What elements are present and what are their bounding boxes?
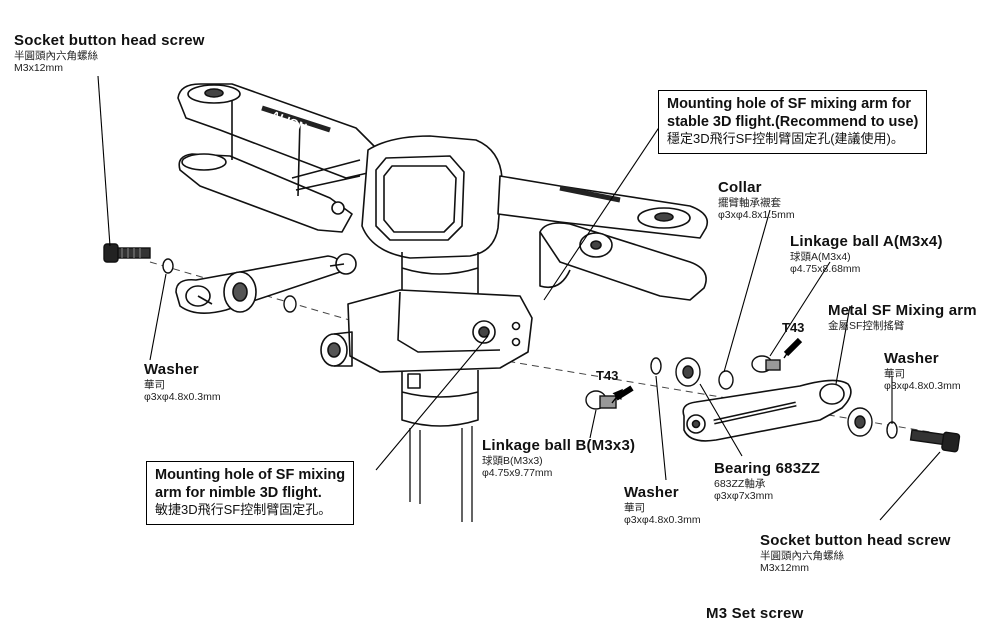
collar-chinese: 擺臂軸承襯套 xyxy=(718,196,781,209)
washer-right-title: Washer xyxy=(884,350,939,367)
label-washer-left: Washer 華司 φ3xφ4.8x0.3mm xyxy=(144,361,221,403)
left-blade-grip: ALIGN xyxy=(177,83,379,233)
callout-nimble-mounting-hole: Mounting hole of SF mixing arm for nimbl… xyxy=(146,461,355,526)
socket-screw-left-title: Socket button head screw xyxy=(14,32,205,49)
linkage-ball-a-chinese: 球頭A(M3x4) xyxy=(790,250,851,263)
left-socket-screw xyxy=(103,243,151,263)
washer-right-part xyxy=(886,421,898,439)
callout-nimble-line3: 敏捷3D飛行SF控制臂固定孔。 xyxy=(155,502,332,518)
label-washer-bottom: Washer 華司 φ3xφ4.8x0.3mm xyxy=(624,484,701,526)
left-washer-2 xyxy=(283,295,297,313)
linkage-ball-b-spec: φ4.75x9.77mm xyxy=(482,467,553,480)
center-hub xyxy=(291,135,503,300)
washer-bottom-chinese: 華司 xyxy=(624,501,645,514)
label-collar: Collar 擺臂軸承襯套 φ3xφ4.8x1.5mm xyxy=(718,179,795,221)
thread-lock-arrow-right xyxy=(783,337,803,359)
bearing-title: Bearing 683ZZ xyxy=(714,460,820,477)
washer-right-chinese: 華司 xyxy=(884,367,905,380)
washer-left-spec: φ3xφ4.8x0.3mm xyxy=(144,391,221,404)
socket-screw-right-spec: M3x12mm xyxy=(760,562,810,575)
collar-part xyxy=(718,370,734,390)
bearing-right xyxy=(847,407,873,437)
washer-left-title: Washer xyxy=(144,361,199,378)
linkage-ball-a-spec: φ4.75x8.68mm xyxy=(790,263,861,276)
thread-lock-t43-right: T43 xyxy=(782,320,805,335)
collar-title: Collar xyxy=(718,179,762,196)
bearing-spec: φ3xφ7x3mm xyxy=(714,490,774,503)
washer-right-spec: φ3xφ4.8x0.3mm xyxy=(884,380,961,393)
label-linkage-ball-a: Linkage ball A(M3x4) 球頭A(M3x4) φ4.75x8.6… xyxy=(790,233,943,275)
mixing-base-block xyxy=(320,289,533,522)
callout-stable-line1: Mounting hole of SF mixing arm for xyxy=(667,96,912,112)
washer-left-chinese: 華司 xyxy=(144,378,165,391)
socket-screw-left-chinese: 半圓頭內六角螺絲 xyxy=(14,49,98,62)
right-blade-grip xyxy=(497,175,709,301)
callout-nimble-line2: arm for nimble 3D flight. xyxy=(155,484,322,501)
callout-nimble-line1: Mounting hole of SF mixing xyxy=(155,467,346,483)
linkage-ball-b xyxy=(585,390,617,410)
label-socket-screw-right: Socket button head screw 半圓頭內六角螺絲 M3x12m… xyxy=(760,532,951,574)
metal-sf-mixing-arm-chinese: 金屬SF控制搖臂 xyxy=(828,319,905,332)
left-washer-1 xyxy=(162,258,174,274)
sf-mixing-arm-part xyxy=(682,379,852,442)
leader-lines xyxy=(97,75,941,521)
label-metal-sf-mixing-arm: Metal SF Mixing arm 金屬SF控制搖臂 xyxy=(828,302,977,332)
label-socket-screw-left: Socket button head screw 半圓頭內六角螺絲 M3x12m… xyxy=(14,32,205,74)
linkage-ball-a xyxy=(751,355,781,373)
callout-stable-line2: stable 3D flight.(Recommend to use) xyxy=(667,113,919,130)
collar-spec: φ3xφ4.8x1.5mm xyxy=(718,209,795,222)
linkage-ball-b-chinese: 球頭B(M3x3) xyxy=(482,454,543,467)
label-bearing-683zz: Bearing 683ZZ 683ZZ軸承 φ3xφ7x3mm xyxy=(714,460,820,502)
washer-bottom-spec: φ3xφ4.8x0.3mm xyxy=(624,514,701,527)
washer-bottom-part xyxy=(650,357,662,375)
thread-lock-t43-middle: T43 xyxy=(596,368,619,383)
label-set-screw: M3 Set screw xyxy=(706,605,803,623)
socket-screw-right-title: Socket button head screw xyxy=(760,532,951,549)
linkage-ball-a-title: Linkage ball A(M3x4) xyxy=(790,233,943,250)
bearing-chinese: 683ZZ軸承 xyxy=(714,477,766,490)
right-socket-screw xyxy=(909,429,961,453)
washer-bottom-title: Washer xyxy=(624,484,679,501)
socket-screw-right-chinese: 半圓頭內六角螺絲 xyxy=(760,549,844,562)
metal-sf-mixing-arm-title: Metal SF Mixing arm xyxy=(828,302,977,319)
thread-lock-arrow-middle xyxy=(611,385,634,404)
label-linkage-ball-b: Linkage ball B(M3x3) 球頭B(M3x3) φ4.75x9.7… xyxy=(482,437,635,479)
left-mixing-arm xyxy=(175,253,357,314)
callout-stable-mounting-hole: Mounting hole of SF mixing arm for stabl… xyxy=(658,90,928,155)
bearing-683zz-part xyxy=(675,357,701,387)
label-washer-right: Washer 華司 φ3xφ4.8x0.3mm xyxy=(884,350,961,392)
callout-stable-line3: 穩定3D飛行SF控制臂固定孔(建議使用)。 xyxy=(667,131,904,147)
linkage-ball-b-title: Linkage ball B(M3x3) xyxy=(482,437,636,454)
set-screw-title: M3 Set screw xyxy=(706,605,804,622)
socket-screw-left-spec: M3x12mm xyxy=(14,62,64,75)
